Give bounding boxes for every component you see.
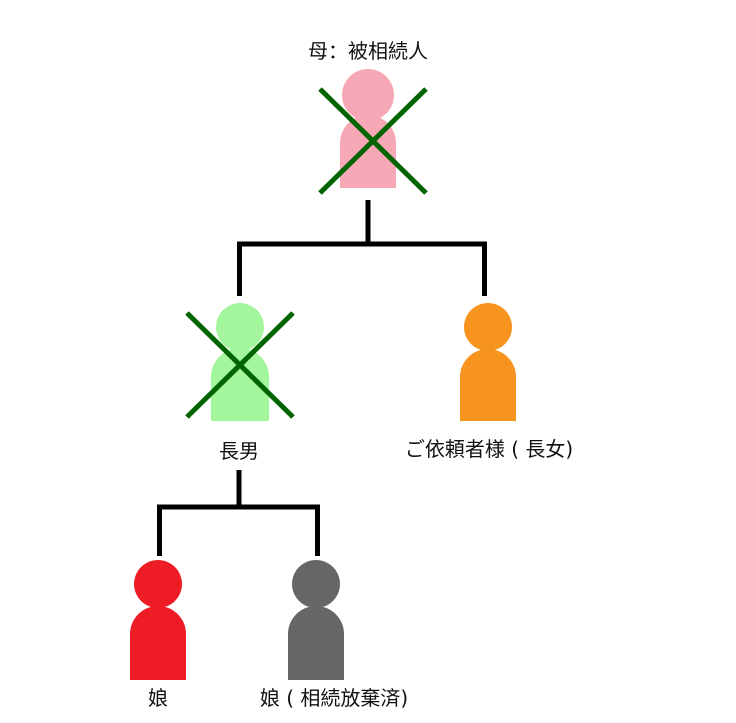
label-daughter: 娘 bbox=[148, 686, 168, 710]
label-mother: 母：被相続人 bbox=[308, 39, 428, 63]
label-eldest-son: 長男 bbox=[219, 439, 259, 463]
person-icon-eldest-son bbox=[211, 303, 269, 421]
deceased-cross-icon-mother bbox=[318, 87, 428, 195]
person-icon-client bbox=[460, 303, 516, 421]
person-icon-daughter bbox=[130, 560, 186, 680]
label-daughter-renounced: 娘 ( 相続放棄済) bbox=[259, 686, 409, 710]
connector-mother-children bbox=[237, 200, 487, 296]
person-icon-daughter-renounced bbox=[288, 560, 344, 680]
deceased-cross-icon-eldest-son bbox=[185, 311, 295, 419]
label-client: ご依頼者様 ( 長女) bbox=[404, 437, 574, 461]
connector-son-children bbox=[157, 470, 320, 556]
